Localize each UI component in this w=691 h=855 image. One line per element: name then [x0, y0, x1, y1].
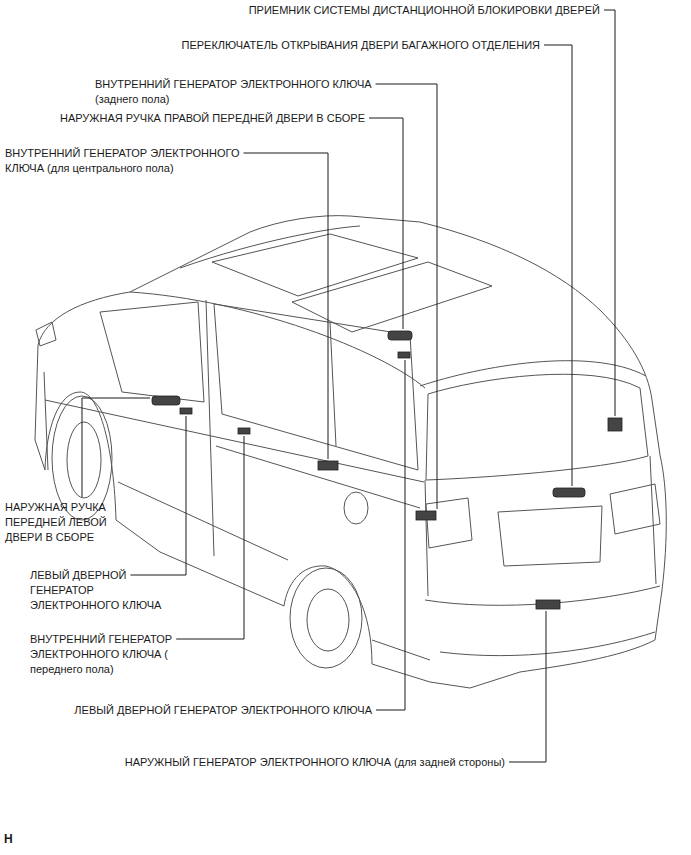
leader-line — [82, 398, 150, 497]
door-cut — [206, 300, 214, 556]
mirror — [36, 322, 56, 346]
leader-line — [130, 416, 186, 575]
belt-line — [45, 400, 424, 482]
sunroof — [212, 234, 418, 296]
front-door-window — [100, 302, 204, 402]
key-oscillator — [238, 428, 250, 434]
tailgate-edge — [650, 456, 656, 584]
tailgate-edge — [425, 480, 428, 596]
part-label: НАРУЖНЫЙ ГЕНЕРАТОР ЭЛЕКТРОННОГО КЛЮЧА (д… — [80, 755, 505, 770]
bumper — [372, 640, 430, 660]
door-handle — [152, 396, 180, 405]
key-oscillator — [398, 352, 410, 358]
part-label: ВНУТРЕННИЙ ГЕНЕРАТОР ЭЛЕКТРОННОГО КЛЮЧА … — [30, 632, 190, 677]
part-label: НАРУЖНАЯ РУЧКА ПЕРЕДНЕЙ ЛЕВОЙ ДВЕРИ В СБ… — [5, 500, 123, 545]
part-label: ПЕРЕКЛЮЧАТЕЛЬ ОТКРЫВАНИЯ ДВЕРИ БАГАЖНОГО… — [100, 38, 540, 53]
part-label: ВНУТРЕННИЙ ГЕНЕРАТОР ЭЛЕКТРОННОГО КЛЮЧА … — [5, 146, 280, 176]
leader-line — [604, 10, 615, 416]
rear-wheel-rim — [307, 589, 349, 651]
leader-line — [243, 153, 328, 459]
roof-edge — [130, 292, 425, 388]
key-oscillator — [180, 408, 192, 414]
part-label: ЛЕВЫЙ ДВЕРНОЙ ГЕНЕРАТОР ЭЛЕКТРОННОГО КЛЮ… — [5, 703, 372, 718]
leader-line — [509, 611, 546, 762]
slide-track — [216, 446, 420, 508]
side-line — [118, 482, 288, 560]
part-label: НАРУЖНАЯ РУЧКА ПРАВОЙ ПЕРЕДНЕЙ ДВЕРИ В С… — [5, 111, 365, 126]
fuel-door — [344, 492, 368, 524]
key-oscillator — [318, 461, 338, 470]
window-pillar — [330, 322, 336, 446]
tail-light — [426, 498, 472, 548]
door-handle — [388, 331, 412, 340]
leader-line — [176, 436, 244, 639]
leader-line — [544, 45, 572, 486]
leader-line — [376, 360, 405, 710]
roof-rail — [180, 226, 360, 268]
part-label: ЛЕВЫЙ ДВЕРНОЙ ГЕНЕРАТОР ЭЛЕКТРОННОГО КЛЮ… — [30, 568, 170, 613]
figure-code: H — [4, 832, 44, 847]
sliding-door-window — [214, 304, 418, 470]
part-label: ВНУТРЕННИЙ ГЕНЕРАТОР ЭЛЕКТРОННОГО КЛЮЧА … — [95, 77, 405, 107]
rear-wheel — [290, 568, 362, 668]
door-cut — [44, 372, 48, 470]
leader-line — [369, 118, 403, 329]
spoiler — [420, 361, 646, 386]
door-lock-receiver — [608, 418, 622, 431]
front-wheel-rim — [67, 422, 101, 498]
key-oscillator — [536, 600, 560, 609]
part-label: ПРИЕМНИК СИСТЕМЫ ДИСТАНЦИОННОЙ БЛОКИРОВК… — [160, 3, 600, 18]
plate-recess — [498, 506, 602, 566]
back-door-switch — [553, 488, 585, 497]
key-oscillator — [416, 511, 436, 520]
leader-line — [376, 84, 437, 509]
bumper — [440, 632, 655, 656]
tail-light — [610, 484, 660, 534]
